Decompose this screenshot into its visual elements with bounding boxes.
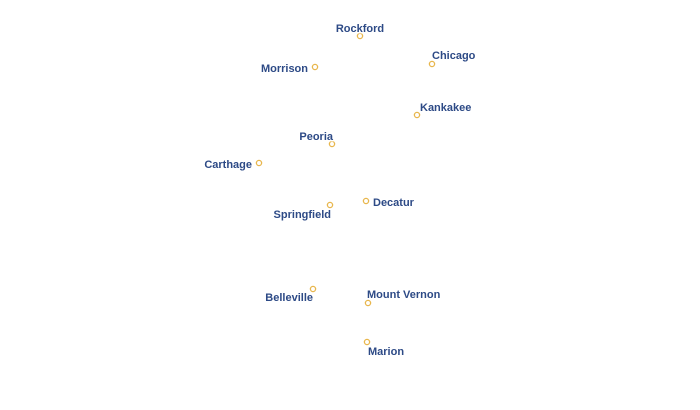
city-kankakee[interactable]: Kankakee: [413, 101, 473, 119]
city-marker[interactable]: [309, 285, 317, 293]
city-label: Peoria: [299, 131, 334, 143]
city-marker[interactable]: [362, 197, 370, 205]
city-mount-vernon[interactable]: Mount Vernon: [364, 288, 442, 307]
city-marker[interactable]: [326, 201, 334, 209]
city-label: Springfield: [274, 209, 331, 221]
city-label: Belleville: [265, 292, 313, 304]
city-marion[interactable]: Marion: [363, 338, 406, 360]
city-marker[interactable]: [356, 32, 364, 40]
city-marker[interactable]: [255, 159, 263, 167]
city-label: Mount Vernon: [367, 289, 441, 301]
city-marker[interactable]: [428, 60, 436, 68]
city-belleville[interactable]: Belleville: [264, 285, 317, 306]
city-label: Morrison: [261, 63, 308, 75]
city-marker[interactable]: [363, 338, 371, 346]
city-chicago[interactable]: Chicago: [428, 49, 477, 68]
city-label: Kankakee: [420, 102, 471, 114]
city-marker[interactable]: [328, 140, 336, 148]
city-marker[interactable]: [413, 111, 421, 119]
city-decatur[interactable]: Decatur: [362, 196, 416, 211]
city-springfield[interactable]: Springfield: [272, 201, 334, 223]
city-label: Marion: [368, 346, 404, 358]
city-peoria[interactable]: Peoria: [298, 130, 336, 148]
city-label: Chicago: [432, 50, 476, 62]
city-marker[interactable]: [311, 63, 319, 71]
city-carthage[interactable]: Carthage: [203, 158, 263, 173]
city-label: Carthage: [204, 159, 252, 171]
city-label: Rockford: [336, 23, 384, 35]
city-marker[interactable]: [364, 299, 372, 307]
city-rockford[interactable]: Rockford: [334, 22, 386, 40]
city-label: Decatur: [373, 197, 415, 209]
city-morrison[interactable]: Morrison: [259, 62, 319, 77]
